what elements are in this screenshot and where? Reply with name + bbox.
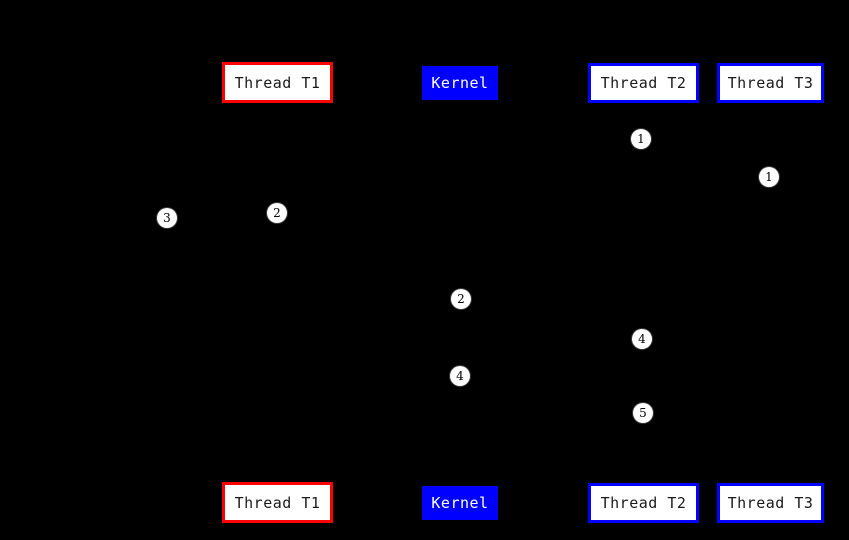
- participant-thread-t2-bottom[interactable]: Thread T2: [588, 483, 699, 523]
- participant-thread-t1-top[interactable]: Thread T1: [222, 62, 333, 103]
- participant-thread-t1-bottom[interactable]: Thread T1: [222, 482, 333, 523]
- participant-label: Thread T1: [234, 73, 321, 92]
- participant-label: Thread T1: [234, 493, 321, 512]
- sequence-badge: 2: [267, 203, 287, 223]
- sequence-badge-label: 3: [163, 211, 171, 225]
- participant-thread-t2-top[interactable]: Thread T2: [588, 63, 699, 103]
- message-line-7: [460, 413, 643, 414]
- participant-label: Thread T2: [600, 494, 687, 512]
- sequence-badge: 2: [451, 289, 471, 309]
- message-line-6: [277, 376, 460, 377]
- participant-label: Thread T2: [600, 74, 687, 92]
- sequence-badge: 5: [633, 403, 653, 423]
- participant-thread-t3-bottom[interactable]: Thread T3: [717, 483, 824, 523]
- lifeline-thread-t2: [643, 103, 644, 483]
- lifeline-thread-t1: [277, 103, 278, 482]
- participant-label: Kernel: [431, 74, 489, 92]
- sequence-badge-label: 1: [637, 132, 645, 146]
- sequence-badge: 4: [450, 366, 470, 386]
- message-line-2: [277, 177, 770, 178]
- sequence-badge-label: 4: [638, 332, 646, 346]
- sequence-badge: 1: [631, 129, 651, 149]
- sequence-badge: 1: [759, 167, 779, 187]
- sequence-badge: 3: [157, 208, 177, 228]
- participant-label: Kernel: [431, 494, 489, 512]
- sequence-badge-label: 4: [456, 369, 464, 383]
- sequence-badge-label: 5: [639, 406, 647, 420]
- message-line-3: [167, 218, 277, 219]
- lifeline-thread-t3: [770, 103, 771, 483]
- participant-kernel-bottom[interactable]: Kernel: [422, 486, 498, 520]
- sequence-badge-label: 2: [273, 206, 281, 220]
- sequence-badge: 4: [632, 329, 652, 349]
- message-line-1: [277, 139, 643, 140]
- participant-label: Thread T3: [727, 74, 814, 92]
- sequence-badge-label: 1: [765, 170, 773, 184]
- message-line-5: [460, 339, 643, 340]
- message-line-4: [277, 299, 460, 300]
- participant-kernel-top[interactable]: Kernel: [422, 66, 498, 100]
- participant-thread-t3-top[interactable]: Thread T3: [717, 63, 824, 103]
- participant-label: Thread T3: [727, 494, 814, 512]
- sequence-badge-label: 2: [457, 292, 465, 306]
